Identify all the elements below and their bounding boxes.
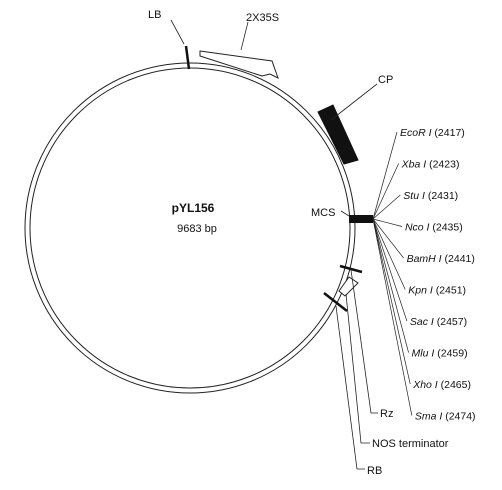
site-enzyme: Xho I <box>412 379 438 391</box>
plasmid-name: pYL156 <box>172 201 215 215</box>
site-enzyme: Nco I <box>405 222 430 234</box>
restriction-site-label: Kpn I (2451) <box>408 285 466 297</box>
site-leader-line <box>372 218 409 353</box>
cp-gene-arrow <box>317 104 359 165</box>
site-enzyme: Kpn I <box>408 285 433 297</box>
rb-tick <box>323 292 348 312</box>
site-position: (2451) <box>433 285 466 297</box>
restriction-site-label: BamH I (2441) <box>407 253 475 265</box>
promoter-arrow <box>199 50 279 80</box>
site-position: (2459) <box>434 348 467 360</box>
site-position: (2423) <box>426 159 459 171</box>
site-enzyme: Sma I <box>415 411 443 423</box>
site-position: (2465) <box>438 379 471 391</box>
site-leader-line <box>372 218 403 227</box>
site-leader-line <box>372 218 408 322</box>
promoter-label: 2X35S <box>246 12 279 24</box>
site-leader-line <box>372 218 413 416</box>
mcs-label: MCS <box>311 207 335 219</box>
plasmid-size: 9683 bp <box>177 223 217 235</box>
rz-tick <box>339 264 363 274</box>
site-leader-line <box>372 194 401 220</box>
restriction-site-label: Xba I (2423) <box>401 159 460 171</box>
site-position: (2435) <box>429 222 462 234</box>
site-leader-line <box>372 218 404 259</box>
nos-label: NOS terminator <box>372 438 449 450</box>
site-enzyme: Mlu I <box>412 348 435 360</box>
restriction-site-label: EcoR I (2417) <box>400 127 465 139</box>
site-leader-line <box>372 163 399 220</box>
site-enzyme: BamH I <box>407 253 442 265</box>
restriction-site-list: EcoR I (2417) Xba I (2423) Stu I (2431) Nco… <box>400 127 476 423</box>
cp-label: CP <box>378 74 393 86</box>
site-enzyme: EcoR I <box>400 127 432 139</box>
site-leader-line <box>372 131 398 220</box>
site-enzyme: Sac I <box>410 316 434 328</box>
lb-tick <box>184 45 191 70</box>
rb-label: RB <box>367 465 382 477</box>
nos-arrow <box>338 276 359 297</box>
restriction-site-label: Sac I (2457) <box>410 316 467 328</box>
site-position: (2474) <box>442 411 475 423</box>
mcs-box <box>349 215 373 223</box>
restriction-site-label: Sma I (2474) <box>415 411 476 423</box>
restriction-site-label: Mlu I (2459) <box>412 348 468 360</box>
site-leader-line <box>372 218 411 385</box>
site-position: (2457) <box>434 316 467 328</box>
site-position: (2441) <box>442 253 475 265</box>
restriction-site-label: Stu I (2431) <box>403 190 458 202</box>
restriction-site-label: Nco I (2435) <box>405 222 463 234</box>
feature-leaders <box>170 19 378 470</box>
rz-label: Rz <box>380 408 393 420</box>
restriction-site-label: Xho I (2465) <box>412 379 471 391</box>
site-leaders <box>372 131 413 416</box>
site-enzyme: Xba I <box>401 159 427 171</box>
site-position: (2417) <box>432 127 465 139</box>
site-position: (2431) <box>425 190 458 202</box>
lb-label: LB <box>148 9 161 21</box>
site-enzyme: Stu I <box>403 190 425 202</box>
site-leader-line <box>372 218 406 290</box>
